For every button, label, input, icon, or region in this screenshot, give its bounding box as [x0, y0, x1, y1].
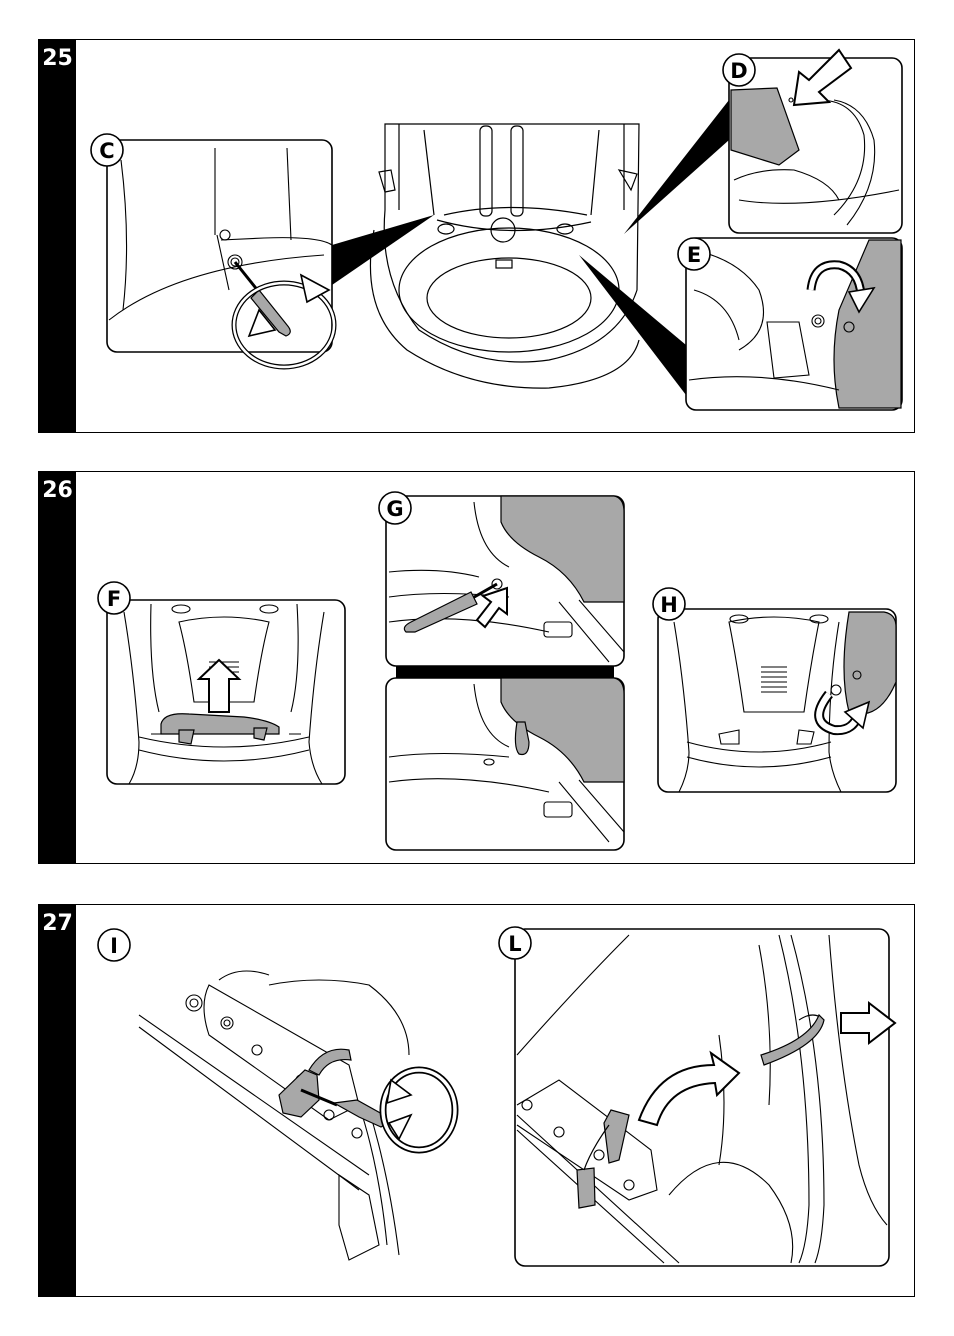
step-25-illustration: C D [39, 40, 915, 433]
callout-label-i: I [110, 934, 118, 958]
step-26-panel: 26 F [38, 471, 915, 864]
callout-label-h: H [660, 593, 678, 617]
callout-label-e: E [687, 243, 701, 267]
callout-label-l: L [508, 932, 521, 956]
step-27-illustration: I L [39, 905, 915, 1297]
step-27-panel: 27 [38, 904, 915, 1297]
callout-label-c: C [99, 139, 114, 163]
rotate-arrow-icon [383, 1070, 455, 1150]
step-25-panel: 25 [38, 39, 915, 433]
callout-label-g: G [386, 497, 403, 521]
screwdriver-icon [301, 1090, 386, 1127]
callout-label-d: D [730, 59, 747, 83]
callout-label-f: F [107, 587, 121, 611]
step-26-illustration: F [39, 472, 915, 864]
